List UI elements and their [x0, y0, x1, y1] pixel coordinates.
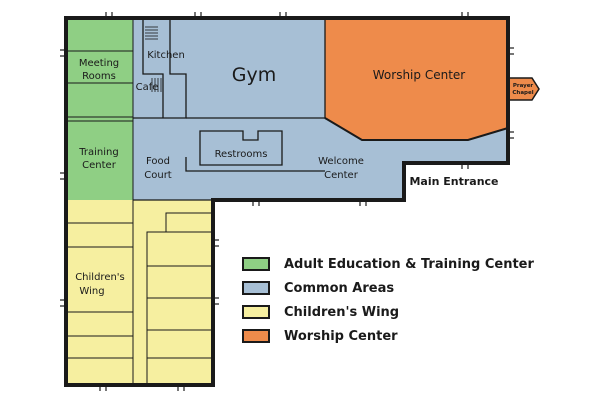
kitchen-label: Kitchen	[147, 50, 185, 61]
worship-center-area[interactable]	[325, 18, 508, 140]
legend-label-childrens-wing: Children's Wing	[284, 304, 400, 320]
training-center-label-2: Center	[82, 160, 117, 171]
meeting-rooms-label: Meeting	[79, 58, 119, 69]
food-court-label: Food	[146, 156, 170, 167]
legend-swatch-worship-center	[242, 329, 270, 343]
prayer-chapel-area[interactable]	[508, 78, 539, 100]
legend-swatch-common-areas	[242, 281, 270, 295]
childrens-wing-area[interactable]	[66, 200, 213, 385]
building-outline	[64, 16, 510, 387]
legend-item-childrens-wing: Children's Wing	[242, 300, 562, 324]
map-legend: Adult Education & Training Center Common…	[242, 252, 562, 348]
prayer-chapel-label-2: Chapel	[512, 90, 533, 96]
common-areas-lower[interactable]	[325, 118, 508, 200]
adult-education-area[interactable]	[66, 18, 133, 200]
legend-label-adult-education: Adult Education & Training Center	[284, 256, 534, 272]
meeting-rooms-label-2: Rooms	[82, 71, 116, 82]
legend-item-adult-education: Adult Education & Training Center	[242, 252, 562, 276]
prayer-chapel-label: Prayer	[513, 83, 534, 89]
welcome-center-label: Welcome	[318, 156, 364, 167]
legend-swatch-adult-education	[242, 257, 270, 271]
legend-item-common-areas: Common Areas	[242, 276, 562, 300]
gym-label: Gym	[232, 64, 276, 86]
main-entrance-label: Main Entrance	[409, 175, 498, 188]
welcome-center-label-2: Center	[324, 170, 359, 181]
legend-swatch-childrens-wing	[242, 305, 270, 319]
legend-label-common-areas: Common Areas	[284, 280, 395, 296]
legend-item-worship-center: Worship Center	[242, 324, 562, 348]
cafe-label: Cafe	[136, 82, 159, 93]
childrens-wing-label: Children's	[75, 272, 125, 283]
food-court-label-2: Court	[144, 170, 172, 181]
childrens-wing-label-2: Wing	[79, 286, 104, 297]
common-areas[interactable]	[133, 18, 325, 200]
restrooms-label: Restrooms	[215, 149, 268, 160]
training-center-label: Training	[78, 147, 118, 158]
worship-center-label: Worship Center	[373, 68, 466, 82]
legend-label-worship-center: Worship Center	[284, 328, 398, 344]
